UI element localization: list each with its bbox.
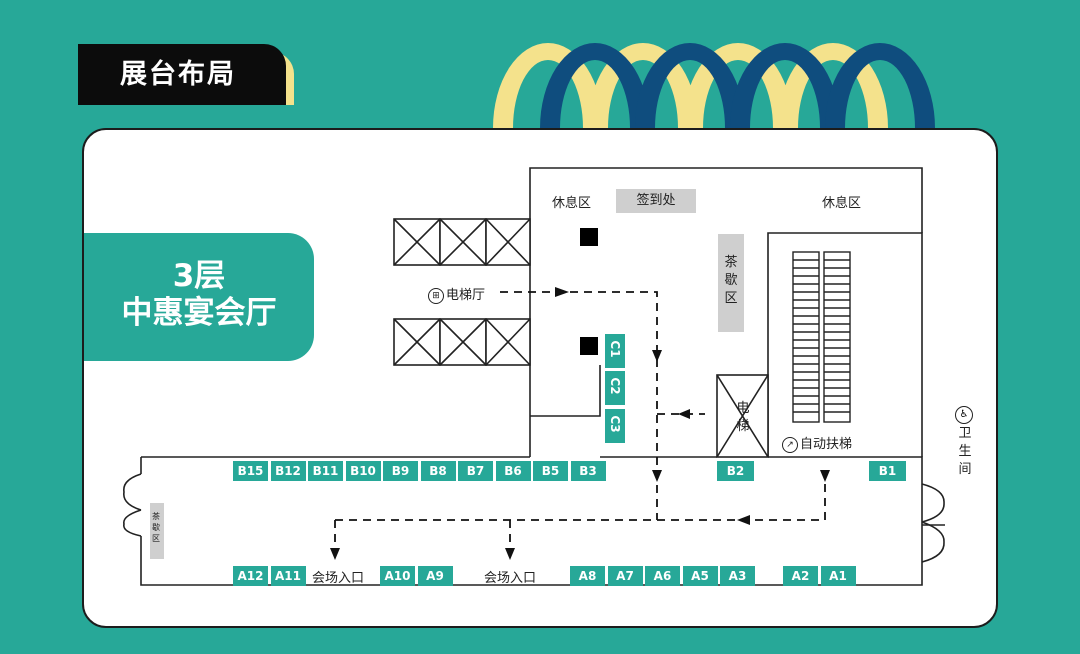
restroom-icon: ♿ xyxy=(955,404,975,424)
route-dashed xyxy=(334,291,826,552)
booth-b2[interactable]: B2 xyxy=(717,461,754,481)
hall-label: 3层 中惠宴会厅 xyxy=(84,233,314,361)
booth-b10[interactable]: B10 xyxy=(345,461,381,481)
elevator-shaft xyxy=(716,374,769,458)
right-door xyxy=(921,483,945,563)
booth-a6[interactable]: A6 xyxy=(645,566,680,586)
booth-c2-label: C2 xyxy=(608,377,622,395)
rest-area-left: 休息区 xyxy=(552,196,592,211)
booth-b15[interactable]: B15 xyxy=(233,461,268,481)
route-arrows xyxy=(330,287,830,560)
elevator-bank-top xyxy=(393,218,531,266)
tea-break-label: 茶歇区 xyxy=(724,255,738,306)
booth-a5[interactable]: A5 xyxy=(682,566,718,586)
tea-break-area-top: 茶歇区 xyxy=(718,234,744,332)
booth-c3[interactable]: C3 xyxy=(605,409,625,443)
escalator-text: 自动扶梯 xyxy=(800,437,853,452)
booth-a12[interactable]: A12 xyxy=(233,566,268,586)
booth-a1[interactable]: A1 xyxy=(820,566,856,586)
escalator-label: ↗自动扶梯 xyxy=(782,433,852,453)
booth-b9[interactable]: B9 xyxy=(383,461,418,481)
rest-area-right: 休息区 xyxy=(822,196,862,211)
booth-b7[interactable]: B7 xyxy=(458,461,493,481)
booth-a9[interactable]: A9 xyxy=(417,566,453,586)
hall-name: 中惠宴会厅 xyxy=(121,295,277,331)
booth-c3-label: C3 xyxy=(608,415,622,433)
booth-a10[interactable]: A10 xyxy=(380,566,415,586)
tea-break-area-left: 茶歇区 xyxy=(150,503,164,559)
elevator-label: 电梯 xyxy=(736,401,750,434)
signin-desk: 签到处 xyxy=(616,189,696,213)
hall-floor: 3层 xyxy=(172,258,226,294)
restroom-label: 卫生间 xyxy=(958,426,972,477)
booth-b1[interactable]: B1 xyxy=(869,461,906,481)
booth-a11[interactable]: A11 xyxy=(270,566,306,586)
entrance-label-2: 会场入口 xyxy=(484,571,537,586)
tea-break-left-label: 茶歇区 xyxy=(152,512,160,543)
booth-b5[interactable]: B5 xyxy=(533,461,568,481)
elevator-hall-text: 电梯厅 xyxy=(446,288,486,303)
wall-outline xyxy=(140,167,923,586)
booth-b3[interactable]: B3 xyxy=(570,461,606,481)
booth-b11[interactable]: B11 xyxy=(308,461,343,481)
elevator-icon: ⊞ xyxy=(428,287,444,304)
booth-a2[interactable]: A2 xyxy=(783,566,818,586)
elevator-hall-label: ⊞电梯厅 xyxy=(428,284,485,304)
booth-c1[interactable]: C1 xyxy=(605,334,625,368)
booth-c1-label: C1 xyxy=(608,340,622,358)
booth-a3[interactable]: A3 xyxy=(720,566,755,586)
pillar-marker xyxy=(580,337,598,355)
booth-a8[interactable]: A8 xyxy=(570,566,605,586)
section-title-tab: 展台布局 xyxy=(78,44,294,105)
escalator-steps xyxy=(793,259,850,413)
booth-b12[interactable]: B12 xyxy=(270,461,306,481)
escalator-icon: ↗ xyxy=(782,436,798,453)
booth-c2[interactable]: C2 xyxy=(605,371,625,405)
booth-b8[interactable]: B8 xyxy=(420,461,456,481)
pillar-marker xyxy=(580,228,598,246)
elevator-bank-bottom xyxy=(393,318,531,366)
section-title: 展台布局 xyxy=(78,44,286,105)
booth-b6[interactable]: B6 xyxy=(495,461,531,481)
entrance-label-1: 会场入口 xyxy=(312,571,365,586)
booth-a7[interactable]: A7 xyxy=(607,566,643,586)
left-door xyxy=(123,473,142,537)
floor-plan-card xyxy=(82,128,998,628)
escalator-drawing xyxy=(792,251,851,423)
